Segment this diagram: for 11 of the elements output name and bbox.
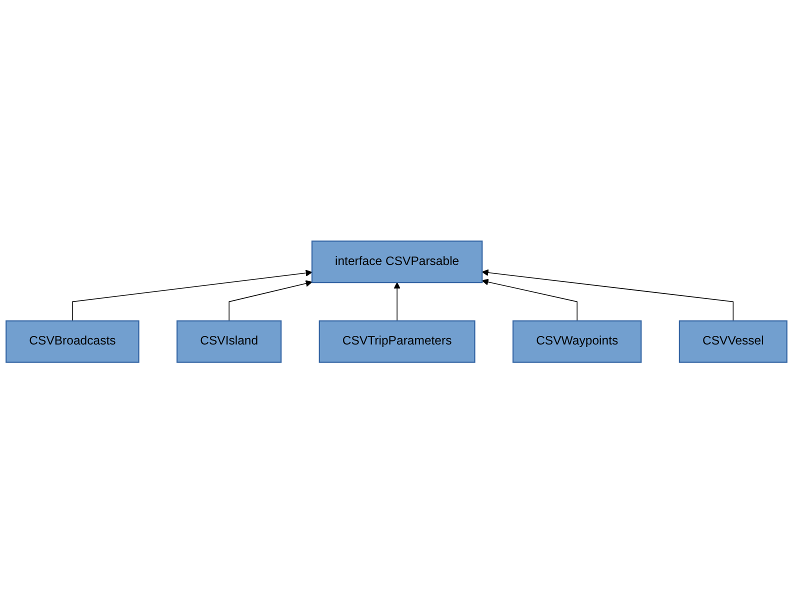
arrow — [228, 280, 312, 322]
arrow — [482, 269, 734, 322]
node-box: CSVVessel — [678, 320, 788, 363]
arrow — [482, 278, 578, 322]
node-box: CSVTripParameters — [318, 320, 476, 363]
node-box: CSVBroadcasts — [6, 320, 140, 363]
arrow — [72, 269, 312, 322]
node-box: CSVWaypoints — [512, 320, 642, 363]
arrow — [394, 282, 400, 322]
node-box: interface CSVParsable — [311, 240, 483, 283]
node-box: CSVIsland — [176, 320, 282, 363]
